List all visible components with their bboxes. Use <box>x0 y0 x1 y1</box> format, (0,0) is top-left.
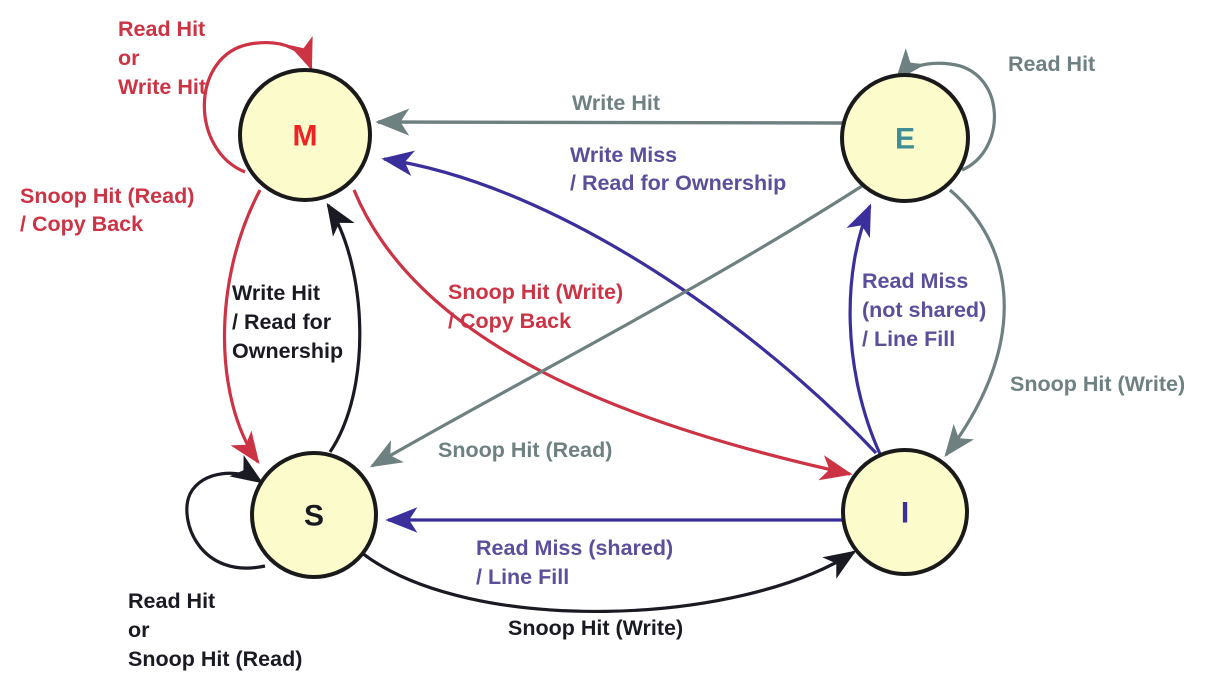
svg-text:/ Copy Back: / Copy Back <box>20 212 143 236</box>
svg-text:Read Hit: Read Hit <box>1008 52 1095 76</box>
edge-label-m-to-s: Snoop Hit (Read) / Copy Back <box>20 184 194 236</box>
svg-text:or: or <box>128 618 150 642</box>
svg-text:Read Miss: Read Miss <box>862 269 968 293</box>
edge-label-s-to-i: Snoop Hit (Write) <box>508 616 683 640</box>
svg-text:Write Hit: Write Hit <box>232 281 320 305</box>
edge-e-to-m <box>375 108 843 136</box>
edge-label-e-to-s: Snoop Hit (Read) <box>438 438 612 462</box>
state-node-M[interactable]: M <box>238 68 372 202</box>
edge-label-e-self: Read Hit <box>1008 52 1095 76</box>
state-node-E[interactable]: E <box>840 73 970 203</box>
svg-text:/ Copy Back: / Copy Back <box>448 309 571 333</box>
state-label-S: S <box>304 500 324 533</box>
state-circle-M[interactable] <box>238 68 372 202</box>
edge-e-to-i <box>944 188 1006 458</box>
edge-label-s-self: Read Hit or Snoop Hit (Read) <box>128 589 302 671</box>
edge-label-m-to-i: Snoop Hit (Write) / Copy Back <box>448 280 623 333</box>
edge-m-to-s <box>222 189 262 465</box>
svg-text:Read Miss (shared): Read Miss (shared) <box>476 536 673 560</box>
state-circle-E[interactable] <box>840 73 970 203</box>
svg-text:Read Hit: Read Hit <box>118 17 205 41</box>
edge-label-i-to-m: Write Miss / Read for Ownership <box>570 143 786 195</box>
edge-s-self <box>185 455 266 570</box>
svg-text:/ Line Fill: / Line Fill <box>476 565 569 589</box>
svg-text:Snoop Hit (Write): Snoop Hit (Write) <box>508 616 683 640</box>
state-node-S[interactable]: S <box>250 451 378 579</box>
svg-text:/ Line Fill: / Line Fill <box>862 327 955 351</box>
edge-i-to-m <box>381 150 878 455</box>
edge-m-self <box>202 35 313 174</box>
state-label-M: M <box>293 120 318 153</box>
state-circle-S[interactable] <box>250 451 378 579</box>
svg-text:Snoop Hit (Read): Snoop Hit (Read) <box>438 438 612 462</box>
edge-label-i-to-e: Read Miss (not shared) / Line Fill <box>862 269 986 351</box>
svg-text:Write Hit: Write Hit <box>118 75 206 99</box>
svg-text:Write Hit: Write Hit <box>572 91 660 115</box>
svg-text:Ownership: Ownership <box>232 339 343 363</box>
svg-text:Read Hit: Read Hit <box>128 589 215 613</box>
edge-label-e-to-m: Write Hit <box>572 91 660 115</box>
edge-s-to-m <box>326 202 362 453</box>
svg-text:Snoop Hit (Read): Snoop Hit (Read) <box>20 184 194 208</box>
svg-text:/ Read for Ownership: / Read for Ownership <box>570 171 786 195</box>
edge-label-e-to-i: Snoop Hit (Write) <box>1010 372 1185 396</box>
svg-text:Snoop Hit (Write): Snoop Hit (Write) <box>1010 372 1185 396</box>
svg-text:Snoop Hit (Read): Snoop Hit (Read) <box>128 647 302 671</box>
edge-m-to-i <box>352 189 853 481</box>
state-label-E: E <box>895 123 915 156</box>
svg-text:/ Read for: / Read for <box>232 310 332 334</box>
edge-i-to-e <box>846 203 882 455</box>
edge-e-self <box>895 48 996 172</box>
svg-text:Snoop Hit (Write): Snoop Hit (Write) <box>448 280 623 304</box>
edge-label-i-to-s: Read Miss (shared) / Line Fill <box>476 536 673 589</box>
state-node-I[interactable]: I <box>841 448 969 576</box>
edge-s-to-i <box>361 550 857 613</box>
edge-e-to-s <box>369 184 863 468</box>
svg-text:(not shared): (not shared) <box>862 298 986 322</box>
svg-text:or: or <box>118 46 140 70</box>
state-label-I: I <box>901 497 909 530</box>
state-circle-I[interactable] <box>841 448 969 576</box>
svg-text:Write Miss: Write Miss <box>570 143 677 167</box>
edge-label-m-self: Read Hit or Write Hit <box>118 17 206 99</box>
edge-label-s-to-m: Write Hit / Read for Ownership <box>232 281 343 363</box>
